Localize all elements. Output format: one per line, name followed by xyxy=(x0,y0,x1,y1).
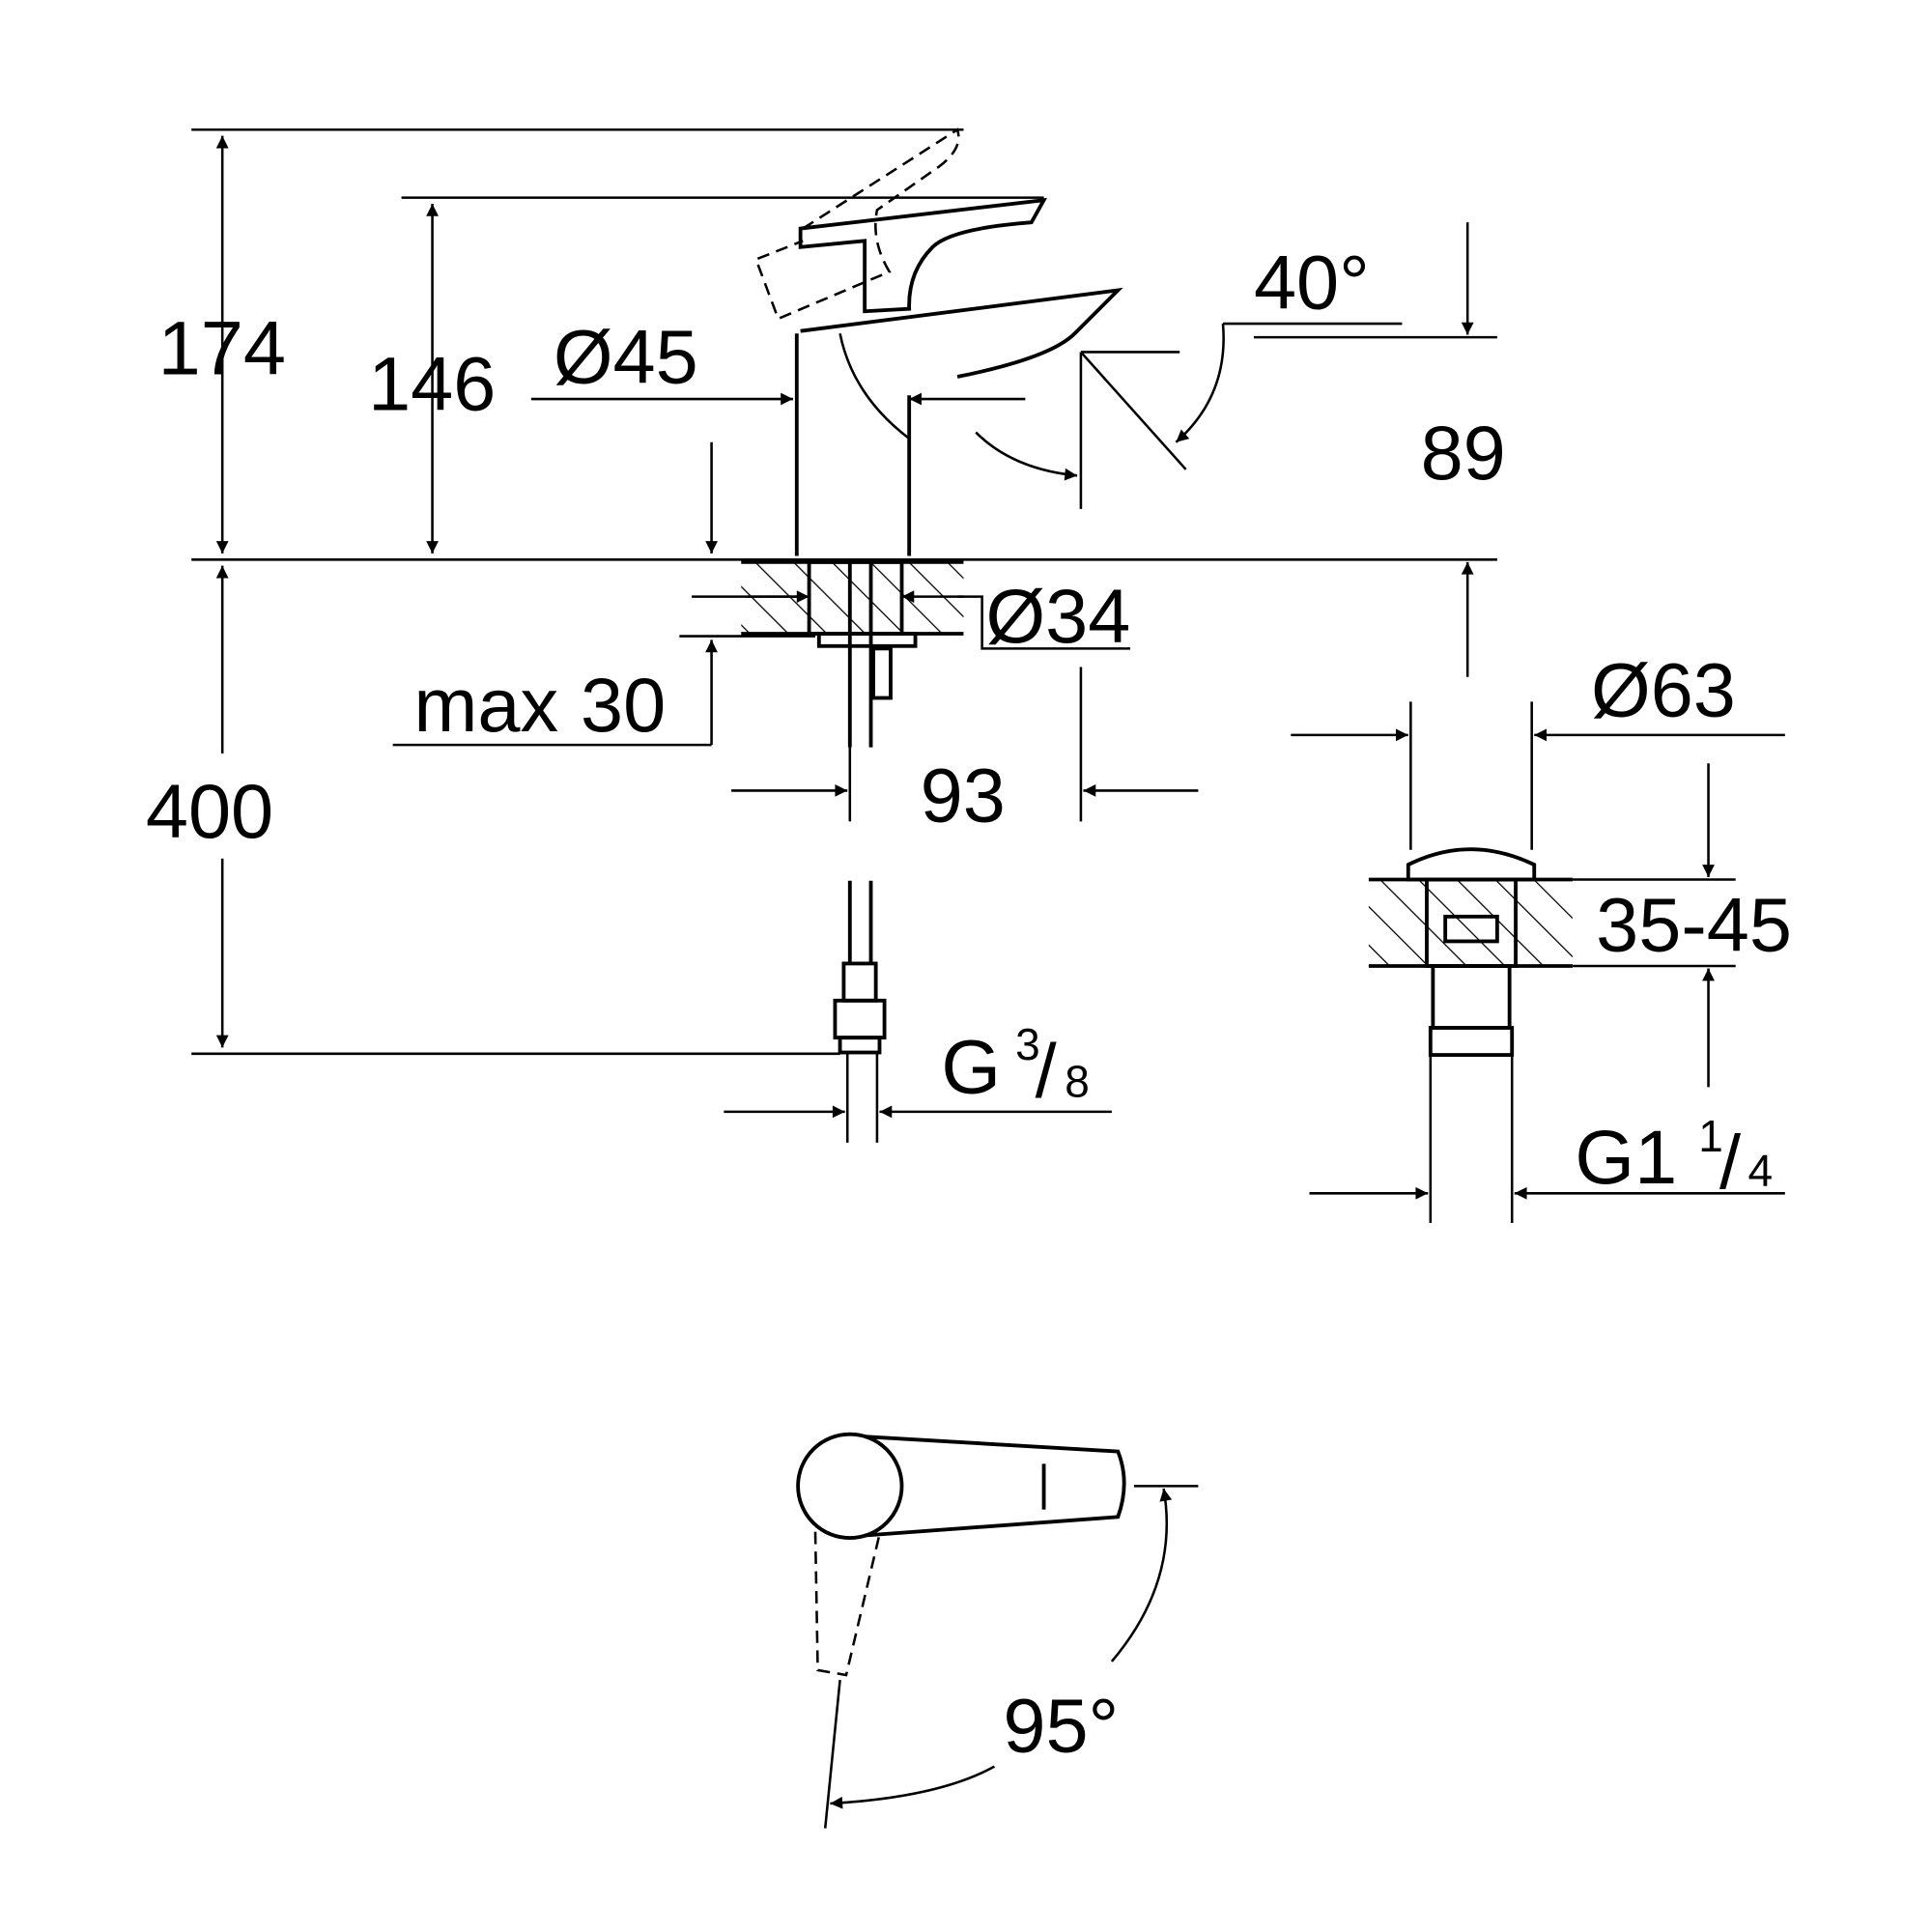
dim-35-45: 35-45 xyxy=(1596,882,1792,968)
thread-g-label: G xyxy=(941,1024,1001,1110)
dim-89: 89 xyxy=(1421,410,1506,496)
dim-diameter-45: Ø45 xyxy=(554,313,698,399)
thread-numerator: 3 xyxy=(1015,1019,1040,1069)
fraction-slash: / xyxy=(1036,1028,1058,1114)
dim-max-30: 30 xyxy=(581,662,666,748)
dim-146: 146 xyxy=(368,341,496,427)
dimension-labels: 174 146 Ø45 40° 89 Ø34 max 30 93 400 Ø63… xyxy=(146,240,1792,1769)
dim-max-label: max xyxy=(413,662,558,748)
faucet-top-view xyxy=(796,1432,1199,1829)
drain-thread-denominator: 4 xyxy=(1747,1146,1773,1196)
dim-174: 174 xyxy=(158,304,286,390)
fraction-slash: / xyxy=(1719,1119,1742,1205)
drain-side-view xyxy=(1291,701,1785,1223)
faucet-side-view xyxy=(724,128,1123,1143)
dimension-lines xyxy=(191,128,1497,1056)
drain-thread-label: G1 xyxy=(1575,1114,1677,1200)
dim-angle-40: 40° xyxy=(1254,240,1370,326)
dim-diameter-63: Ø63 xyxy=(1591,647,1736,733)
dim-400: 400 xyxy=(146,768,273,854)
drain-thread-numerator: 1 xyxy=(1698,1111,1723,1161)
thread-denominator: 8 xyxy=(1065,1057,1090,1107)
dim-angle-95: 95° xyxy=(1003,1682,1119,1768)
dim-93: 93 xyxy=(921,752,1006,838)
dim-diameter-34: Ø34 xyxy=(985,573,1130,659)
